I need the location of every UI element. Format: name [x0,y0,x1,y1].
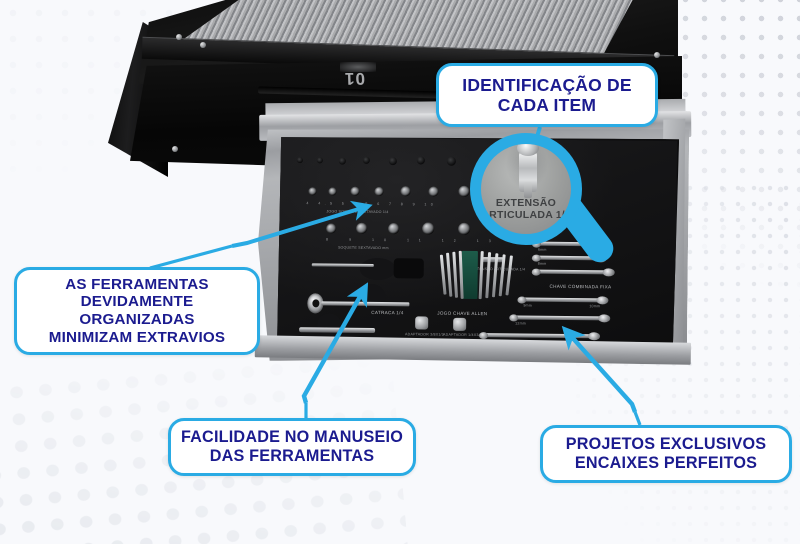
socket-tool[interactable] [401,186,411,196]
magnifier-glass[interactable]: EXTENSÃO ARTICULADA 1/4 [470,133,619,273]
adapter-tool[interactable] [415,316,428,329]
adaptador-label-1: ADAPTADOR 3/8X1/2 [405,332,444,337]
magnifier-label-line2: ARTICULADA [481,208,553,221]
cabinet-drawer-number: 01 [343,69,366,88]
socket-tool[interactable] [351,187,360,196]
adapter-tool[interactable] [453,318,466,331]
magnifier-label-line3: 1/4 [555,209,571,221]
socket-cutout [317,157,323,163]
callout-line: ENCAIXES PERFEITOS [574,454,758,472]
ratchet-square-drive [312,299,319,307]
rivet-icon [654,52,660,58]
callout-line: DEVIDAMENTE [80,293,194,311]
callout-ferramentas-organizadas[interactable]: AS FERRAMENTAS DEVIDAMENTE ORGANIZADAS M… [14,267,260,355]
socket-cutout [297,157,303,163]
magnifier-label: EXTENSÃO ARTICULADA 1/4 [481,197,571,222]
callout-facilidade-manuseio[interactable]: FACILIDADE NO MANUSEIO DAS FERRAMENTAS [168,418,416,476]
socket-tool[interactable] [375,187,384,196]
callout-line: FACILIDADE NO MANUSEIO [180,428,404,447]
foam-cutout [360,258,396,280]
callout-line: IDENTIFICAÇÃO DE [462,74,632,95]
combination-wrench[interactable] [521,298,603,303]
socket-set-label-2: SOQUETE SEXTAVADO mm [337,245,389,251]
socket-set-label-1: JOGO SOQUETE SEXTAVADO 1/4 [326,209,389,215]
rivet-icon [200,42,206,48]
rivet-icon [176,34,182,40]
callout-line: MINIMIZAM EXTRAVIOS [48,328,226,346]
wrench-size-label: 12mm [515,321,526,326]
magnifier-lens: EXTENSÃO ARTICULADA 1/4 [470,133,582,245]
callout-line: CADA ITEM [497,95,597,115]
magnified-extension-tool [517,144,539,198]
extension-tool[interactable] [299,327,375,333]
socket-cutout [417,156,425,164]
socket-tool[interactable] [329,187,337,195]
callout-line: ORGANIZADAS [79,311,195,328]
socket-cutout [339,158,346,165]
foam-cutout [394,258,424,278]
callout-line: PROJETOS EXCLUSIVOS [565,435,767,454]
foam-cutout [357,284,385,310]
socket-tool[interactable] [459,186,470,197]
rivet-icon [172,146,178,152]
adaptador-label-2: ADAPTADOR 1/4X3/8 [443,332,482,338]
chave-combinada-label: CHAVE COMBINADA FIXA [549,283,612,290]
wrench-size-label: 9mm [523,303,532,308]
socket-cutout [363,157,370,164]
socket-tool[interactable] [429,187,439,197]
socket-tool[interactable] [356,223,367,234]
socket-tool[interactable] [309,187,317,195]
long-driver-tool[interactable] [312,263,374,267]
wrench-size-label: 10mm [589,304,601,309]
callout-line: AS FERRAMENTAS [65,275,209,293]
callout-projetos-exclusivos[interactable]: PROJETOS EXCLUSIVOS ENCAIXES PERFEITOS [540,425,792,483]
callout-identificacao-de-cada-item[interactable]: IDENTIFICAÇÃO DE CADA ITEM [436,63,658,127]
socket-tool[interactable] [388,223,399,234]
socket-tool[interactable] [458,223,470,235]
magnifier-label-line1: EXTENSÃO [495,197,557,209]
socket-cutout [389,157,397,165]
allen-set-label: JOGO CHAVE ALLEN [437,310,488,317]
socket-tool[interactable] [326,223,336,233]
socket-tool[interactable] [422,222,434,234]
catraca-label: CATRACA 1/4 [371,309,404,316]
socket-cutout [447,157,456,166]
callout-line: DAS FERRAMENTAS [209,447,375,465]
